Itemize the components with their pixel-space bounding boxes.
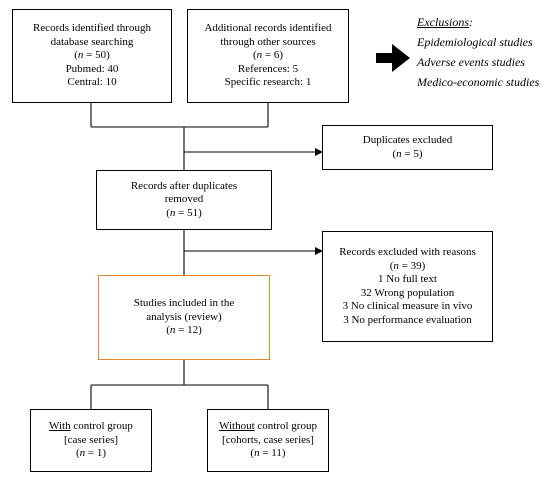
other-title-line1: Additional records identified [204, 22, 332, 35]
after-dup-count: (n = 51) [166, 206, 202, 219]
box-without-control: Without control group [cohorts, case ser… [207, 409, 329, 472]
without-control-count: (n = 11) [250, 447, 286, 460]
included-title-line1: Studies included in the [133, 297, 235, 310]
excluded-count: (n = 39) [389, 259, 426, 272]
box-with-control: With control group [case series] (n = 1) [30, 409, 152, 472]
box-after-duplicates: Records after duplicates removed (n = 51… [96, 170, 272, 230]
box-excluded-reasons: Records excluded with reasons (n = 39) 1… [322, 231, 493, 342]
box-database-records: Records identified through database sear… [12, 9, 172, 103]
excluded-reason: 32 Wrong population [360, 286, 455, 299]
exclusions-list: Exclusions: Epidemiological studies Adve… [417, 12, 539, 92]
excluded-reason: 1 No full text [378, 273, 437, 285]
exclusion-item: Adverse events studies [417, 55, 525, 69]
without-control-title: Without control group [219, 420, 317, 433]
box-studies-included: Studies included in the analysis (review… [98, 275, 270, 360]
other-title-line2: through other sources [220, 35, 316, 48]
box-other-sources: Additional records identified through ot… [187, 9, 349, 103]
excluded-reason: 3 No performance evaluation [343, 313, 472, 326]
database-title-line1: Records identified through [33, 22, 151, 35]
excluded-reason: 3 No clinical measure in vivo [342, 300, 473, 312]
database-central: Central: 10 [67, 76, 117, 89]
with-control-count: (n = 1) [75, 447, 107, 460]
included-title-line2: analysis (review) [146, 310, 222, 323]
without-control-sub: [cohorts, case series] [222, 433, 314, 446]
exclusion-item: Medico-economic studies [417, 75, 540, 89]
after-dup-title-line2: removed [164, 193, 204, 206]
other-specific: Specific research: 1 [224, 76, 312, 89]
after-dup-title-line1: Records after duplicates [130, 179, 238, 192]
with-control-sub: [case series] [63, 433, 119, 446]
exclusions-arrow-icon [376, 44, 410, 72]
duplicates-title: Duplicates excluded [362, 134, 453, 146]
box-duplicates-excluded: Duplicates excluded (n = 5) [322, 125, 493, 170]
database-pubmed: Pubmed: 40 [65, 62, 119, 75]
other-count: (n = 6) [252, 49, 284, 62]
other-references: References: 5 [237, 62, 299, 75]
database-title-line2: database searching [50, 35, 134, 48]
included-count: (n = 12) [166, 324, 202, 337]
with-control-title: With control group [49, 420, 133, 433]
excluded-title: Records excluded with reasons [339, 246, 476, 258]
exclusion-item: Epidemiological studies [417, 35, 533, 49]
database-count: (n = 50) [74, 49, 110, 62]
exclusions-heading: Exclusions: [417, 15, 473, 29]
duplicates-count: (n = 5) [392, 147, 423, 160]
